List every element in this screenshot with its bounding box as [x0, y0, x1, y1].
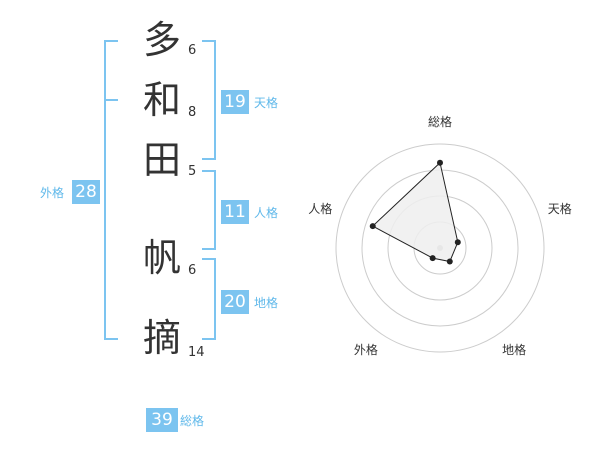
radar-point-2: [454, 239, 461, 246]
radar-point-1: [437, 159, 443, 166]
chikaku-label: 地格: [254, 296, 279, 310]
stroke-count-3: 5: [188, 164, 197, 179]
chikaku-badge: 20: [221, 290, 249, 314]
gaikaku-badge: 28: [72, 180, 100, 204]
radar-axis-label-1: 総格: [428, 114, 452, 129]
radar-point-4: [429, 255, 436, 262]
radar-point-5: [369, 223, 376, 230]
gaikaku-label: 外格: [40, 186, 65, 200]
jinkaku-label: 人格: [254, 206, 279, 220]
gaikaku-bracket: [104, 40, 118, 340]
radar-point-3: [446, 258, 453, 265]
chikaku-bracket: [202, 258, 216, 340]
stroke-count-1: 6: [188, 43, 197, 58]
radar-axis-label-5: 人格: [308, 201, 332, 216]
name-char-5: 摘: [142, 316, 181, 360]
jinkaku-bracket: [202, 170, 216, 250]
name-char-3: 田: [142, 138, 181, 182]
tenkaku-badge: 19: [221, 90, 249, 114]
tenkaku-label: 天格: [254, 96, 279, 110]
radar-axis-label-3: 地格: [502, 342, 526, 357]
stroke-count-2: 8: [188, 105, 197, 120]
stroke-count-5: 14: [188, 345, 205, 360]
radar-axis-label-4: 外格: [354, 342, 378, 357]
radar-polygon: [371, 161, 459, 263]
stroke-count-4: 6: [188, 263, 197, 278]
name-char-1: 多: [142, 18, 181, 62]
name-char-2: 和: [142, 78, 181, 122]
soukaku-badge: 39: [146, 408, 178, 432]
tenkaku-bracket: [202, 40, 216, 160]
radar-ring-4: [335, 143, 545, 353]
soukaku-label: 総格: [180, 414, 205, 428]
radar-axis-label-2: 天格: [548, 201, 572, 216]
name-char-4: 帆: [142, 236, 181, 280]
gaikaku-bracket-tick: [104, 99, 118, 101]
jinkaku-badge: 11: [221, 200, 249, 224]
